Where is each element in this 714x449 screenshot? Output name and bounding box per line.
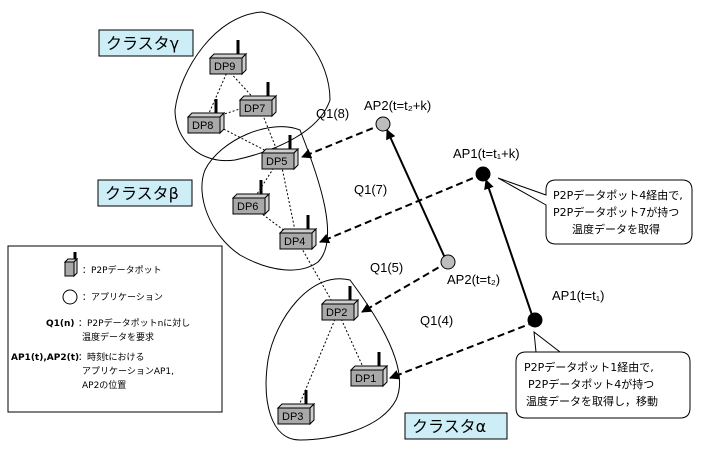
ap1-late-node <box>475 166 491 182</box>
ap1-movement-arrow <box>484 179 534 319</box>
svg-text:DP7: DP7 <box>244 103 265 115</box>
cluster-label-gamma: クラスタγ <box>98 29 194 57</box>
svg-text:クラスタα: クラスタα <box>412 417 486 436</box>
query-arrow-7 <box>319 173 484 244</box>
legend-ap-key: AP1(t),AP2(t) <box>11 353 79 363</box>
svg-text:温度データを取得し，移動: 温度データを取得し，移動 <box>526 394 658 408</box>
ap2-late-label: AP2(t=t₂+k) <box>364 98 431 113</box>
legend-query-key: Q1(n) <box>46 319 75 329</box>
svg-text:DP4: DP4 <box>284 236 305 248</box>
query-arrow-5 <box>361 261 449 313</box>
svg-text:P2Pデータポット1経由で,: P2Pデータポット1経由で, <box>524 360 654 374</box>
datapot-dp4: DP4 <box>278 215 318 251</box>
svg-text:クラスタγ: クラスタγ <box>106 34 179 53</box>
legend-query-desc-1: ：P2Pデータポットnに対し <box>78 317 190 329</box>
svg-text:DP5: DP5 <box>266 156 287 168</box>
datapot-dp9: DP9 <box>208 40 248 76</box>
svg-text:P2Pデータポット7が持つ: P2Pデータポット7が持つ <box>553 205 679 219</box>
svg-text:P2Pデータポット4経由で,: P2Pデータポット4経由で, <box>553 188 683 202</box>
query-label-7: Q1(7) <box>354 182 387 197</box>
datapot-dp7: DP7 <box>238 82 278 118</box>
query-label-5: Q1(5) <box>370 260 403 275</box>
ap1-early-label: AP1(t=t₁) <box>552 288 604 303</box>
datapot-dp3: DP3 <box>276 390 316 426</box>
cluster-beta-outline <box>201 126 329 271</box>
svg-text:温度データを取得: 温度データを取得 <box>572 222 660 236</box>
datapot-dp2: DP2 <box>320 286 360 322</box>
legend: ：P2Pデータポット ：アプリケーション Q1(n) ：P2Pデータポットnに対… <box>7 245 223 413</box>
svg-text:DP1: DP1 <box>355 373 376 385</box>
ap2-early-node <box>440 254 456 270</box>
query-label-4: Q1(4) <box>420 313 453 328</box>
ap1-late-label: AP1(t=t₁+k) <box>453 146 520 161</box>
cluster-label-beta: クラスタβ <box>97 179 193 207</box>
callout-upper: P2Pデータポット4経由で, P2Pデータポット7が持つ 温度データを取得 <box>497 177 693 245</box>
legend-application-icon <box>62 289 78 305</box>
svg-text:DP6: DP6 <box>237 201 258 213</box>
legend-ap-desc-2: アプリケーションAP1, <box>82 366 174 377</box>
datapot-dp5: DP5 <box>260 135 300 171</box>
query-arrows <box>301 123 536 380</box>
svg-text:P2Pデータポット4が持つ: P2Pデータポット4が持つ <box>528 377 654 391</box>
query-arrow-8 <box>301 123 384 159</box>
svg-text:クラスタβ: クラスタβ <box>105 184 179 203</box>
ap1-early-node <box>527 312 543 328</box>
cluster-label-alpha: クラスタα <box>404 412 508 440</box>
datapot-dp1: DP1 <box>349 352 389 388</box>
legend-application-text: ：アプリケーション <box>82 292 163 303</box>
legend-datapot-text: ：P2Pデータポット <box>82 264 162 276</box>
legend-ap-desc-1: ：時刻tにおける <box>78 351 145 363</box>
cluster-gamma-outline <box>174 11 331 162</box>
ap2-early-label: AP2(t=t₂) <box>447 272 500 287</box>
ap2-movement-arrow <box>386 129 446 259</box>
svg-text:DP8: DP8 <box>192 120 213 132</box>
ap2-late-node <box>375 116 391 132</box>
legend-query-desc-2: 温度データを要求 <box>82 331 154 343</box>
query-label-8: Q1(8) <box>316 106 349 121</box>
legend-ap-desc-3: AP2の位置 <box>82 379 126 391</box>
svg-text:DP2: DP2 <box>326 307 347 319</box>
datapot-dp8: DP8 <box>186 99 226 135</box>
cluster-alpha-outline <box>265 278 401 441</box>
datapot-dp6: DP6 <box>231 180 271 216</box>
svg-text:DP9: DP9 <box>214 61 235 73</box>
legend-datapot-icon <box>63 252 79 278</box>
query-arrow-4 <box>389 321 536 380</box>
movement-arrows <box>386 129 534 319</box>
svg-text:DP3: DP3 <box>282 411 303 423</box>
callout-lower: P2Pデータポット1経由で, P2Pデータポット4が持つ 温度データを取得し，移… <box>515 330 691 419</box>
